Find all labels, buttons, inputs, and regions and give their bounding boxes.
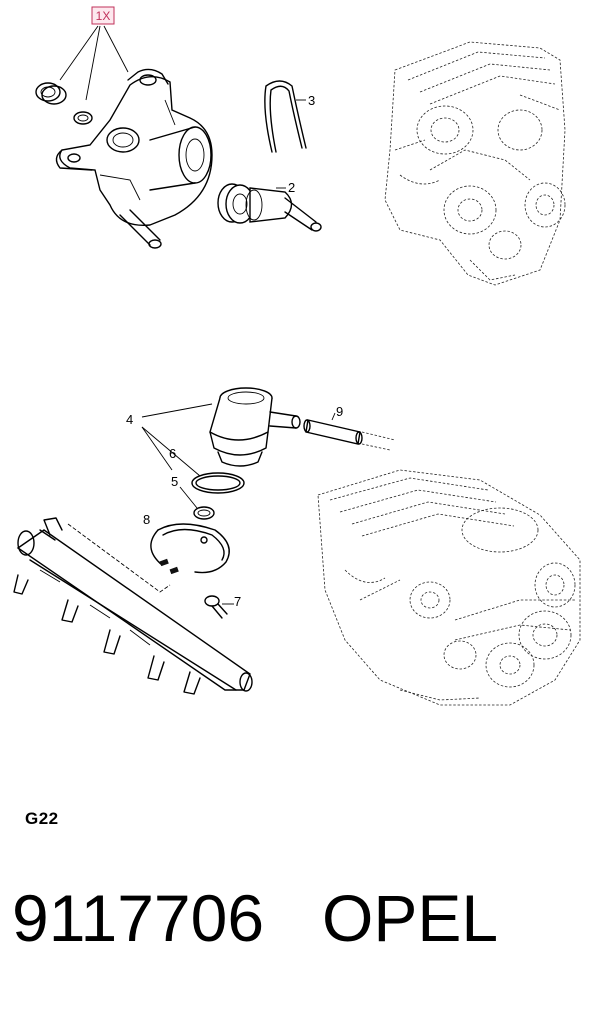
- parts-diagram: 1X: [13, 6, 581, 706]
- brand-name: OPEL: [322, 881, 499, 955]
- engine-illustration-bottom: [317, 469, 581, 706]
- callout-6: 6: [169, 446, 176, 461]
- callout-9: 9: [336, 404, 343, 419]
- fuel-rail: [13, 517, 253, 695]
- callout-3: 3: [308, 93, 315, 108]
- retaining-spring-clip: 3: [264, 80, 315, 153]
- fuel-filter-group: 9 4 6 5 8 7: [67, 387, 396, 619]
- part-number: 9117706: [12, 881, 265, 955]
- pressure-regulator: 2: [217, 180, 322, 232]
- engine-code-label: G22: [25, 809, 59, 828]
- callout-2: 2: [288, 180, 295, 195]
- callout-5: 5: [171, 474, 178, 489]
- engine-illustration-top: [384, 41, 566, 286]
- callout-4: 4: [126, 412, 133, 427]
- quantity-badge: 1X: [96, 9, 111, 23]
- injection-unit-assembly: 1X: [35, 6, 213, 249]
- callout-7: 7: [234, 594, 241, 609]
- callout-8: 8: [143, 512, 150, 527]
